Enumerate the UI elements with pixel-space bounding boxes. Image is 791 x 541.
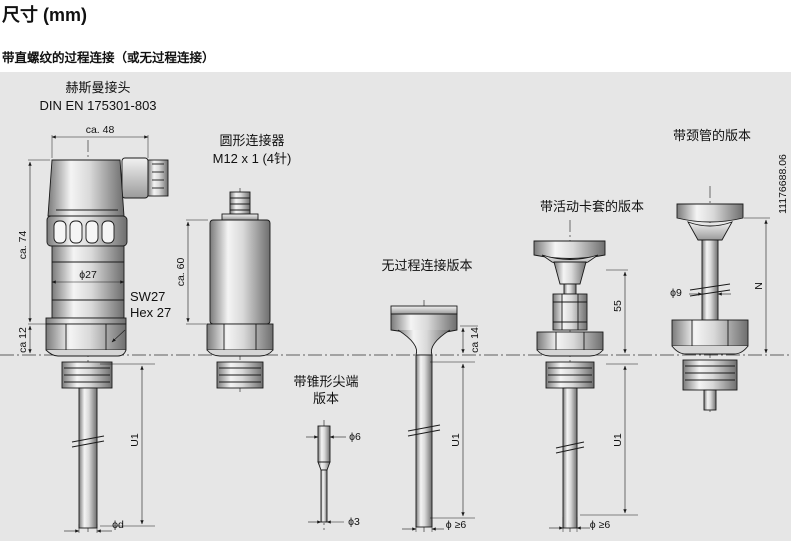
harting-label-line2: DIN EN 175301-803	[39, 98, 156, 113]
harting-label-line1: 赫斯曼接头	[65, 80, 130, 95]
dim-55: 55	[612, 300, 624, 312]
sleeve-label: 带活动卡套的版本	[540, 199, 644, 214]
dim-d27: ϕ27	[79, 269, 97, 281]
neck-tube-sensor	[671, 186, 770, 412]
dim-d3: ϕ3	[348, 516, 360, 528]
neck-label: 带颈管的版本	[673, 128, 751, 143]
cone-tip-label-line1: 带锥形尖端	[293, 374, 358, 389]
hex-label-line1: SW27	[130, 289, 165, 304]
dim-ca14: ca 14	[469, 327, 481, 353]
m12-sensor	[186, 188, 274, 392]
dim-u1-no-process: U1	[450, 433, 462, 447]
dim-n: N	[753, 282, 765, 290]
dim-dge6-no-process: ϕ ≥6	[446, 519, 467, 531]
dim-d9: ϕ9	[670, 287, 682, 299]
dim-ca12: ca 12	[17, 327, 29, 353]
dim-ca60: ca. 60	[175, 258, 187, 287]
hex-label-line2: Hex 27	[130, 305, 171, 320]
page-title: 尺寸 (mm)	[2, 5, 87, 25]
section-subtitle: 带直螺纹的过程连接（或无过程连接）	[2, 51, 215, 65]
dim-u1-harting: U1	[129, 433, 141, 447]
dim-dge6-sleeve: ϕ ≥6	[590, 519, 611, 531]
no-process-connection-sensor	[390, 300, 478, 532]
compression-fitting-sensor	[533, 220, 638, 532]
no-process-label: 无过程连接版本	[381, 258, 472, 273]
dim-u1-sleeve: U1	[612, 433, 624, 447]
harting-sensor	[28, 135, 169, 533]
dim-ca48: ca. 48	[86, 124, 115, 136]
dim-ca74: ca. 74	[17, 231, 29, 260]
drawing-number: 11176688.06	[777, 154, 789, 214]
dim-d6: ϕ6	[349, 431, 361, 443]
cone-tip-detail	[306, 420, 346, 530]
m12-label-line1: 圆形连接器	[219, 133, 284, 148]
dim-d-harting: ϕd	[112, 519, 124, 531]
cone-tip-label-line2: 版本	[313, 391, 339, 406]
m12-label-line2: M12 x 1 (4针)	[213, 151, 292, 166]
